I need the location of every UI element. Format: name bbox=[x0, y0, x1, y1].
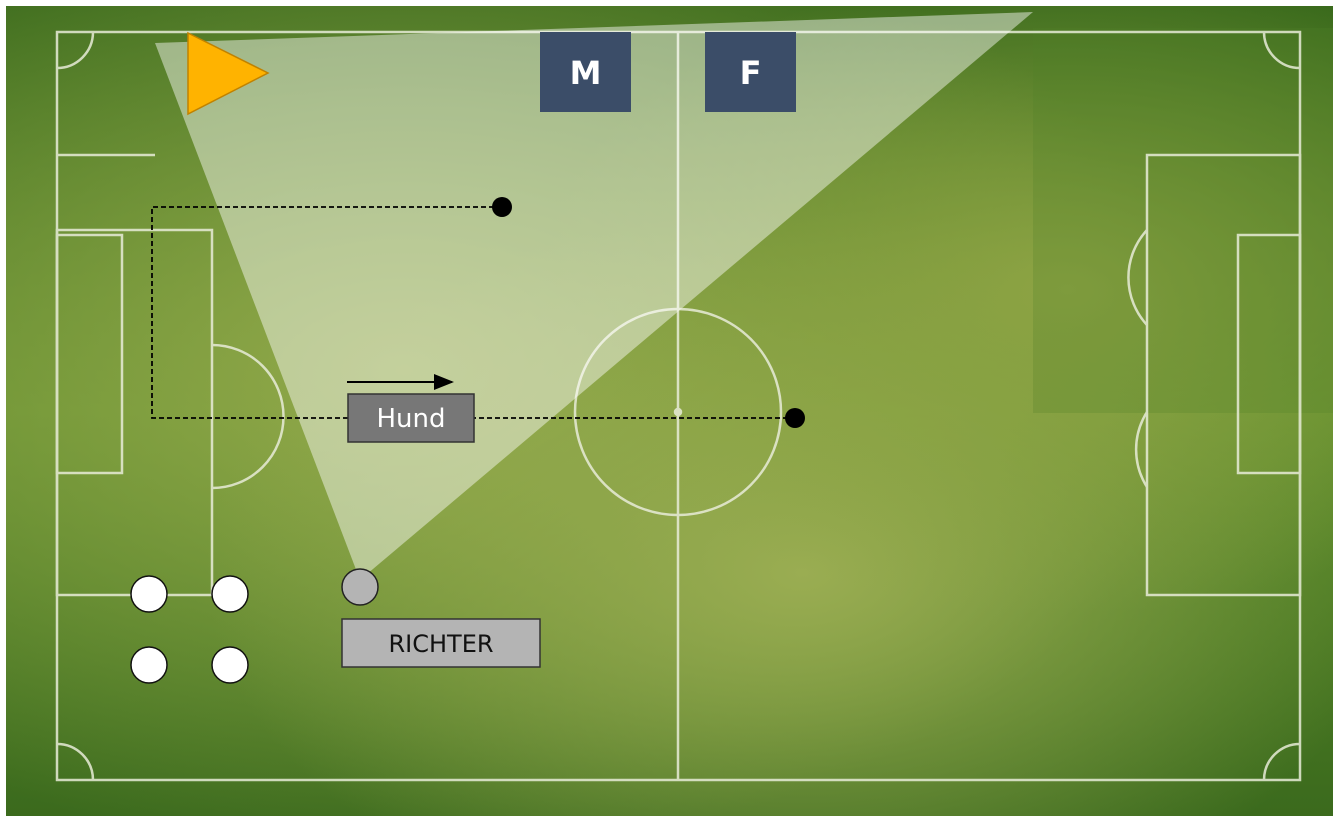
team-f-label: F bbox=[740, 54, 762, 92]
judge-marker bbox=[342, 569, 378, 605]
route-end-dot bbox=[785, 408, 805, 428]
player-marker bbox=[212, 647, 248, 683]
team-m-label: M bbox=[570, 54, 602, 92]
team-m-box: M bbox=[540, 32, 631, 112]
judge-label: RICHTER bbox=[388, 630, 493, 658]
player-marker bbox=[131, 647, 167, 683]
player-marker bbox=[131, 576, 167, 612]
player-marker bbox=[212, 576, 248, 612]
team-f-box: F bbox=[705, 32, 796, 112]
dog-label: Hund bbox=[376, 404, 445, 434]
route-start-dot bbox=[492, 197, 512, 217]
judge-box: RICHTER bbox=[342, 619, 540, 667]
dog-box: Hund bbox=[348, 394, 474, 442]
center-spot bbox=[675, 409, 681, 415]
